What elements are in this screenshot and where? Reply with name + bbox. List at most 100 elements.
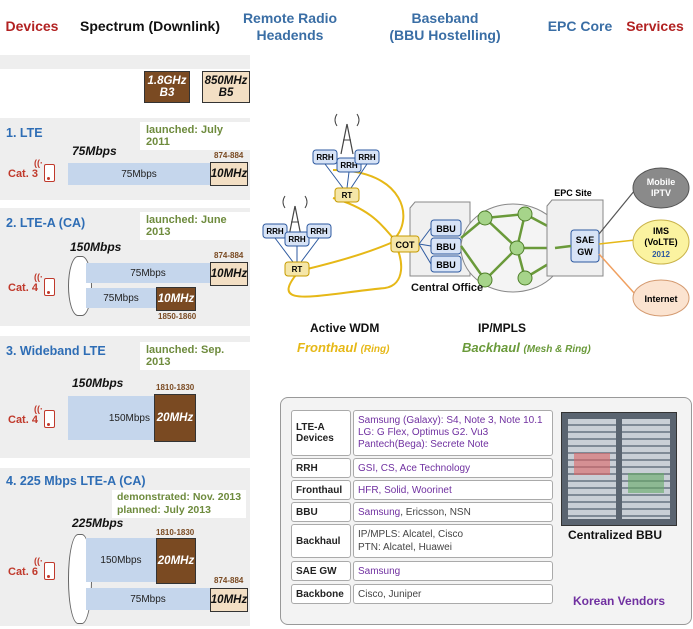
ue-category: Cat. 4 [8, 282, 38, 294]
cot-links [418, 227, 432, 265]
vendor-value-bbu: Samsung, Ericsson, NSN [353, 502, 553, 522]
panel-wideband-lte: 3. Wideband LTE launched: Sep. 2013 150M… [0, 336, 250, 458]
band-box-1800: 20MHz [156, 538, 196, 584]
rt-label: RT [342, 191, 353, 200]
backhaul-subtitle: (Mesh & Ring) [523, 344, 591, 355]
carrier-bar-2: 75Mbps [86, 288, 156, 308]
vendor-label-lte-a-devices: LTE-A Devices [291, 410, 351, 456]
epc-site-label: EPC Site [554, 188, 592, 198]
carrier-bar-1: 75Mbps [86, 263, 210, 283]
launch-date: launched: Sep. 2013 [140, 342, 250, 370]
band-b5-legend: 850MHz B5 [202, 71, 250, 103]
active-wdm-label: Active WDM [310, 321, 380, 335]
rrh-label: RRH [340, 161, 358, 170]
vendor-value-fronthaul: HFR, Solid, Woorinet [353, 480, 553, 500]
header-baseband-line1: Baseband [411, 10, 479, 26]
signal-icon: ((· [34, 556, 43, 566]
fronthaul-link-top [332, 197, 396, 241]
vendor-line: Samsung (Galaxy): S4, Note 3, Note 10.1 [358, 415, 543, 426]
vendor-label-backhaul: Backhaul [291, 524, 351, 558]
header-rrh: Remote Radio Headends [235, 10, 345, 44]
iptv-label-1: Mobile [647, 177, 676, 187]
band-frequency: 1810-1830 [156, 383, 195, 392]
carrier-bar-2: 75Mbps [86, 588, 210, 610]
ims-label-2: (VoLTE) [644, 237, 677, 247]
rt-label: RT [292, 265, 303, 274]
rrh-links [324, 163, 368, 189]
panel-lte: 1. LTE launched: July 2011 75Mbps ((· Ca… [0, 118, 250, 200]
rrh-label: RRH [288, 235, 306, 244]
rrh-label: RRH [310, 227, 328, 236]
band-b3-freq: 1.8GHz [147, 75, 187, 87]
signal-icon: ((· [34, 158, 43, 168]
backhaul-label: Backhaul (Mesh & Ring) [462, 340, 591, 355]
ue-category: Cat. 3 [8, 168, 38, 180]
vendor-line: PTN: Alcatel, Huawei [358, 542, 452, 553]
internet-label: Internet [644, 294, 677, 304]
vendor-table: LTE-A Devices Samsung (Galaxy): S4, Note… [280, 397, 692, 625]
header-services: Services [626, 18, 684, 34]
signal-icon: ((· [34, 404, 43, 414]
band-box-850: 10MHz [210, 588, 248, 612]
router-nodes [477, 206, 533, 288]
fronthaul-title: Fronthaul [297, 340, 357, 355]
header-epc: EPC Core [547, 18, 613, 34]
spectrum-header-strip [0, 55, 250, 69]
header-spectrum: Spectrum (Downlink) [79, 18, 220, 34]
phone-icon [44, 410, 55, 428]
vendor-value-backhaul: IP/MPLS: Alcatel, Cisco PTN: Alcatel, Hu… [353, 524, 553, 558]
panel-225-lte-a: 4. 225 Mbps LTE-A (CA) demonstrated: Nov… [0, 468, 250, 626]
signal-icon: ((· [34, 272, 43, 282]
demonstrated-date: demonstrated: Nov. 2013 [117, 491, 242, 503]
rt-node [334, 187, 360, 203]
vendor-label-backbone: Backbone [291, 584, 351, 604]
band-b3-name: B3 [159, 87, 175, 99]
header-devices: Devices [5, 18, 59, 34]
panel-title: 1. LTE [6, 126, 43, 140]
band-box-1800: 10MHz [156, 287, 196, 311]
peak-speed: 150Mbps [70, 240, 122, 254]
band-frequency-2: 874-884 [214, 576, 244, 585]
header-rrh-line1: Remote Radio [242, 10, 338, 26]
bbu-label: BBU [436, 224, 456, 234]
band-frequency-1: 1810-1830 [156, 528, 195, 537]
ims-year: 2012 [652, 250, 670, 259]
internet-link [598, 253, 636, 295]
band-box-1800: 20MHz [154, 394, 196, 442]
ims-label-1: IMS [653, 226, 669, 236]
korean-vendors-legend: Korean Vendors [573, 594, 666, 608]
band-box-850: 10MHz [210, 262, 248, 286]
backhaul-title: Backhaul [462, 340, 520, 355]
rrh-label: RRH [266, 227, 284, 236]
phone-icon [44, 164, 55, 182]
gw-label: GW [577, 247, 593, 257]
vendor-label-fronthaul: Fronthaul [291, 480, 351, 500]
rrh-links [274, 237, 320, 263]
carrier-bar: 75Mbps [68, 163, 210, 185]
vendor-value-sae-gw: Samsung [353, 561, 553, 581]
band-b5-name: B5 [218, 87, 234, 99]
carrier-bar-1: 150Mbps [86, 538, 156, 582]
launch-date: launched: July 2011 [140, 122, 250, 150]
band-frequency-2: 1850-1860 [158, 312, 197, 321]
fronthaul-subtitle: (Ring) [360, 344, 390, 355]
ims-link [598, 239, 636, 245]
internet-cloud [632, 279, 690, 317]
vendor-line: Pantech(Bega): Secrete Note [358, 439, 489, 450]
bbu-label: BBU [436, 242, 456, 252]
rrh-label: RRH [358, 153, 376, 162]
vendor-value-rrh: GSI, CS, Ace Technology [353, 458, 553, 478]
planned-date: planned: July 2013 [117, 504, 211, 516]
ue-category: Cat. 4 [8, 414, 38, 426]
iptv-link [598, 189, 636, 235]
vendor-foreign: , Ericsson, NSN [400, 506, 471, 518]
iptv-label-2: IPTV [651, 188, 671, 198]
band-frequency-1: 874-884 [214, 251, 244, 260]
vendor-value-backbone: Cisco, Juniper [353, 584, 553, 604]
header-baseband: Baseband (BBU Hostelling) [370, 10, 520, 44]
panel-title: 2. LTE-A (CA) [6, 216, 86, 230]
vendor-label-bbu: BBU [291, 502, 351, 522]
ue-category: Cat. 6 [8, 566, 38, 578]
header-baseband-line2: (BBU Hostelling) [389, 27, 501, 43]
panel-lte-a: 2. LTE-A (CA) launched: June 2013 150Mbp… [0, 208, 250, 326]
